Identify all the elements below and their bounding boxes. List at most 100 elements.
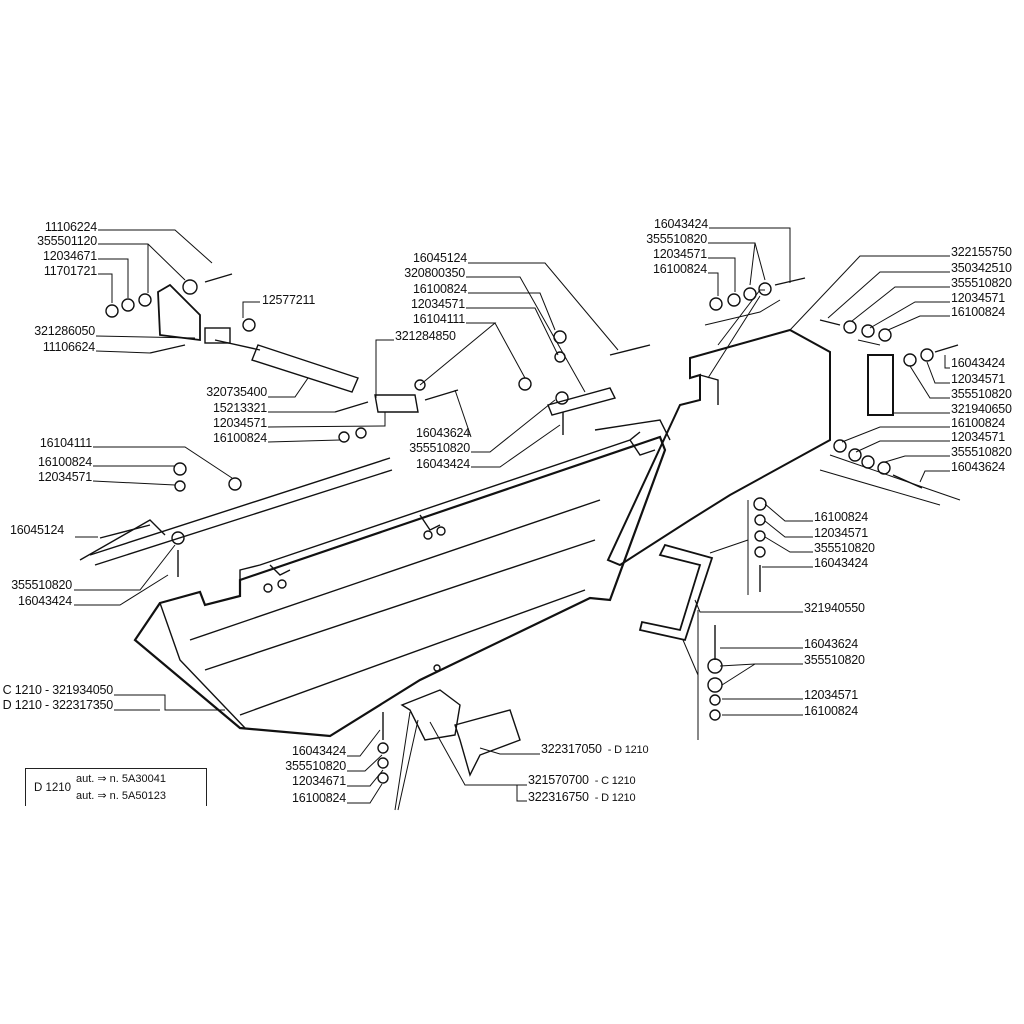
part-label: 16043424 (951, 357, 1005, 370)
part-number: 12034571 (951, 430, 1006, 444)
part-label: 322317050 - D 1210 (541, 742, 649, 757)
part-label: 12034671 (292, 775, 346, 788)
model-suffix: - C 1210 (594, 775, 636, 787)
part-label: 12034571 (951, 431, 1005, 444)
part-number: 16043424 (951, 356, 1006, 370)
leader-lines (74, 227, 961, 811)
part-label: 355510820 (804, 654, 865, 667)
info-line-1: aut. ⇒ n. 5A30041 (76, 773, 166, 785)
part-number: 355510820 (285, 759, 346, 773)
part-number: 16043624 (804, 637, 859, 651)
part-number: C 1210 - 321934050 (2, 683, 114, 697)
part-number: 321940550 (804, 601, 865, 615)
part-label: 12034571 (951, 373, 1005, 386)
part-label: 321940650 (951, 403, 1012, 416)
part-number: 16043424 (291, 744, 346, 758)
part-label: 11106624 (43, 341, 95, 354)
part-label: 12034571 (411, 298, 465, 311)
part-label: 16104111 (40, 437, 92, 450)
part-number: 12034571 (410, 297, 465, 311)
part-label: 16100824 (413, 283, 467, 296)
bracket-321940650 (867, 354, 894, 416)
part-number: 16043424 (814, 556, 869, 570)
part-label: 355510820 (646, 233, 707, 246)
serial-number-info-box: D 1210 aut. ⇒ n. 5A30041 aut. ⇒ n. 5A501… (25, 768, 207, 806)
part-label: 16043624 (804, 638, 858, 651)
part-label: 16045124 (413, 252, 467, 265)
part-number: 15213321 (212, 401, 267, 415)
part-label: 16100824 (951, 306, 1005, 319)
part-number: 12034571 (652, 247, 707, 261)
part-number: 16043624 (951, 460, 1006, 474)
part-number: 16104111 (39, 436, 92, 450)
part-label: 16100824 (38, 456, 92, 469)
part-label: 321570700- C 1210 (528, 774, 636, 788)
part-label: 16100824 (292, 792, 346, 805)
part-number: 12034571 (804, 688, 859, 702)
part-label: 16100824 (951, 417, 1005, 430)
link-321284850 (374, 394, 419, 413)
part-number: 321940650 (951, 402, 1012, 416)
part-label: 16043424 (292, 745, 346, 758)
part-label: 16100824 (213, 432, 267, 445)
part-number: 11106224 (44, 220, 97, 234)
part-number: 16045124 (10, 523, 65, 537)
part-label: 16043624 (416, 427, 470, 440)
part-label: 12034671 (43, 250, 97, 263)
hopper-rod (79, 457, 393, 566)
part-number: 16100824 (652, 262, 707, 276)
part-number: 16043424 (653, 217, 708, 231)
part-number: 11106624 (42, 340, 95, 354)
part-number: 16100824 (951, 416, 1006, 430)
part-label: 355501120 (37, 235, 97, 248)
part-number: 12577211 (262, 293, 316, 307)
part-number: 355510820 (951, 445, 1012, 459)
gas-spring-320735400 (204, 327, 359, 393)
part-number: 355510820 (804, 653, 865, 667)
part-number: 355501120 (37, 234, 97, 248)
part-number: 16100824 (951, 305, 1006, 319)
part-number: 355510820 (814, 541, 875, 555)
part-number: 16045124 (412, 251, 467, 265)
part-number: 12034571 (951, 372, 1006, 386)
part-number: 320800350 (404, 266, 465, 280)
part-label: 11701721 (44, 265, 97, 278)
part-label: 12034571 (38, 471, 92, 484)
part-number: 16043424 (415, 457, 470, 471)
part-label: 12034571 (814, 527, 868, 540)
part-label: 355510820 (285, 760, 346, 773)
part-label: D 1210 - 322317350 (3, 699, 114, 712)
part-label: 12034571 (653, 248, 707, 261)
part-number: 322155750 (951, 245, 1012, 259)
part-number: 355510820 (646, 232, 707, 246)
info-line-2: aut. ⇒ n. 5A50123 (76, 790, 166, 802)
part-number: 16100824 (412, 282, 467, 296)
part-label: 321286050 (34, 325, 95, 338)
latch-brackets (400, 689, 521, 777)
part-number: 322316750 (528, 790, 589, 804)
part-label: 16100824 (653, 263, 707, 276)
part-label: 355510820 (11, 579, 72, 592)
part-number: 321284850 (395, 329, 456, 343)
part-number: 12034571 (951, 291, 1006, 305)
part-label: 355510820 (814, 542, 875, 555)
part-number: 322317050 (541, 742, 602, 756)
part-number: 12034671 (291, 774, 346, 788)
fasteners (99, 273, 959, 784)
part-label: 12577211 (262, 294, 315, 307)
part-label: 12034571 (213, 417, 267, 430)
plate-321286050 (157, 283, 201, 342)
part-label: 322155750 (951, 246, 1012, 259)
part-label: 12034571 (951, 292, 1005, 305)
part-label: C 1210 - 321934050 (2, 683, 114, 697)
part-label: 355510820 (951, 388, 1012, 401)
part-label: 355510820 (951, 277, 1012, 290)
part-number: 12034571 (37, 470, 92, 484)
part-number: 16100824 (291, 791, 346, 805)
part-number: 16043424 (17, 594, 72, 608)
model-suffix: - D 1210 (607, 744, 649, 756)
part-label: 355510820 (409, 442, 470, 455)
part-number: 321286050 (34, 324, 95, 338)
